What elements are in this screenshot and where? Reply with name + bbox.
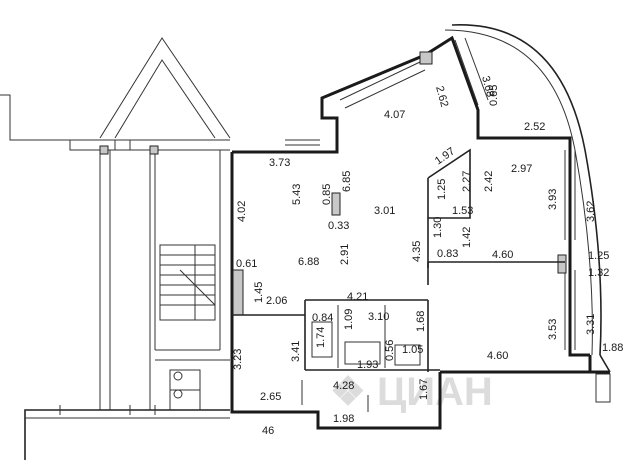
dim-label: 1.32 [588,267,609,279]
dim-label: 3.41 [290,341,302,362]
dim-label: 3.10 [368,311,389,323]
dim-label: 0.56 [384,340,396,361]
dim-label: 0.61 [236,258,257,270]
dim-label: 4.60 [492,249,513,261]
dim-label: 5.43 [291,184,303,205]
dim-label: 1.09 [343,309,355,330]
dim-label: 2.65 [260,391,281,403]
dim-label: 4.07 [384,109,405,121]
dim-label: 1.45 [253,282,265,303]
watermark: ❖ ЦИАН [330,370,493,414]
dim-label: 46 [262,425,274,437]
dim-label: 2.06 [266,295,287,307]
dim-label: 0.85 [321,184,333,205]
dim-label: 2.42 [483,171,495,192]
dim-label: 1.25 [436,179,448,200]
dim-label: 4.60 [487,350,508,362]
dim-label: 4.28 [333,380,354,392]
dim-label: 3.68 [479,75,496,99]
dim-label: 0.65 [488,85,500,106]
dim-label: 2.52 [524,121,545,133]
dim-label: 0.83 [437,248,458,260]
dim-label: 6.85 [341,171,353,192]
dim-label: 1.42 [461,227,473,248]
dim-label: 2.27 [461,171,473,192]
neighbour-structure [0,37,231,460]
dim-label: 1.67 [418,379,430,400]
dim-label: 3.93 [547,189,559,210]
dim-label: 1.30 [432,217,444,238]
dim-label: 1.25 [588,250,609,262]
dim-label: 3.53 [547,319,559,340]
dim-label: 4.21 [347,291,368,303]
dim-label: 1.93 [357,359,378,371]
dim-label: 4.02 [236,201,248,222]
dim-label: 3.23 [232,349,244,370]
dim-label: 0.84 [312,312,333,324]
dim-label: 1.68 [415,311,427,332]
dim-label: 1.97 [433,145,457,167]
dim-label: 1.05 [402,344,423,356]
dim-label: 0.33 [328,220,349,232]
apartment-walls [230,24,611,430]
dimension-labels: 3.73 4.02 5.43 0.85 6.85 0.33 3.01 2.91 … [232,75,623,437]
dim-label: 4.35 [411,241,423,262]
dim-label: 1.74 [315,327,327,348]
dim-label: 1.53 [452,205,473,217]
dim-label: 2.97 [511,163,532,175]
dim-label: 2.62 [433,85,450,109]
interior-partitions [232,148,565,412]
dim-label: 3.31 [585,314,597,335]
dim-label: 3.73 [269,157,290,169]
dim-label: 6.88 [298,256,319,268]
dim-label: 2.91 [339,244,351,265]
dim-label: 1.98 [333,413,354,425]
dim-label: 1.88 [602,342,623,354]
dim-label: 3.62 [585,201,597,222]
dim-label: 3.01 [374,205,395,217]
